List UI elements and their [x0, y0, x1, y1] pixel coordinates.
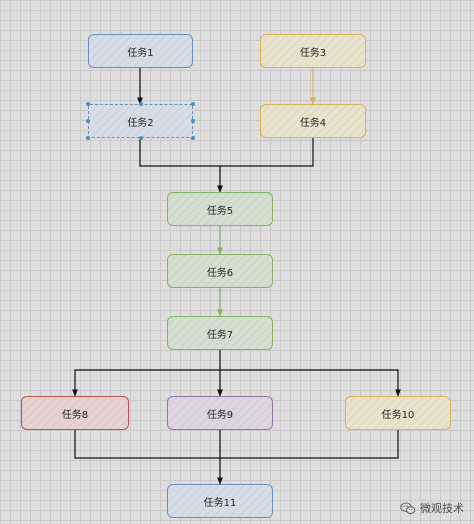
edge-n7-n8[interactable]: [72, 369, 220, 397]
node-label: 任务6: [206, 267, 234, 279]
node-label: 任务7: [206, 329, 234, 341]
node-label: 任务9: [206, 409, 234, 421]
wechat-icon: [400, 502, 416, 514]
node-task-11[interactable]: 任务11: [167, 484, 273, 518]
node-task-5[interactable]: 任务5: [167, 192, 273, 226]
node-label: 任务5: [206, 205, 234, 217]
node-label: 任务4: [299, 117, 327, 129]
edge-n8-n11[interactable]: [74, 430, 220, 459]
node-task-3[interactable]: 任务3: [260, 34, 366, 68]
node-label: 任务2: [127, 117, 154, 129]
node-task-7[interactable]: 任务7: [167, 316, 273, 350]
resize-handle-bottom-right[interactable]: [191, 136, 195, 140]
node-task-9[interactable]: 任务9: [167, 396, 273, 430]
edge-n7-n10[interactable]: [220, 369, 401, 397]
node-label: 任务11: [203, 497, 237, 509]
node-task-6[interactable]: 任务6: [167, 254, 273, 288]
node-task-2[interactable]: 任务2: [86, 102, 195, 140]
node-task-10[interactable]: 任务10: [345, 396, 451, 430]
node-task-1[interactable]: 任务1: [88, 34, 193, 68]
node-label: 任务1: [127, 47, 154, 59]
resize-handle-bottom-center[interactable]: [138, 136, 143, 140]
edge-n10-n11[interactable]: [220, 430, 399, 459]
resize-handle-middle-right[interactable]: [191, 119, 195, 123]
resize-handle-middle-left[interactable]: [86, 119, 90, 123]
resize-handle-top-right[interactable]: [191, 102, 195, 106]
watermark: 微观技术: [400, 500, 464, 516]
resize-handle-bottom-left[interactable]: [86, 136, 90, 140]
node-task-4[interactable]: 任务4: [260, 104, 366, 138]
resize-handle-top-left[interactable]: [86, 102, 90, 106]
edge-n2-n5[interactable]: [139, 138, 223, 193]
node-label: 任务10: [381, 409, 415, 421]
edge-n4-n5[interactable]: [220, 138, 314, 167]
watermark-text: 微观技术: [420, 502, 464, 515]
resize-handle-top-center[interactable]: [138, 102, 143, 106]
node-task-8[interactable]: 任务8: [21, 396, 129, 430]
node-label: 任务8: [61, 409, 89, 421]
node-label: 任务3: [299, 47, 327, 59]
